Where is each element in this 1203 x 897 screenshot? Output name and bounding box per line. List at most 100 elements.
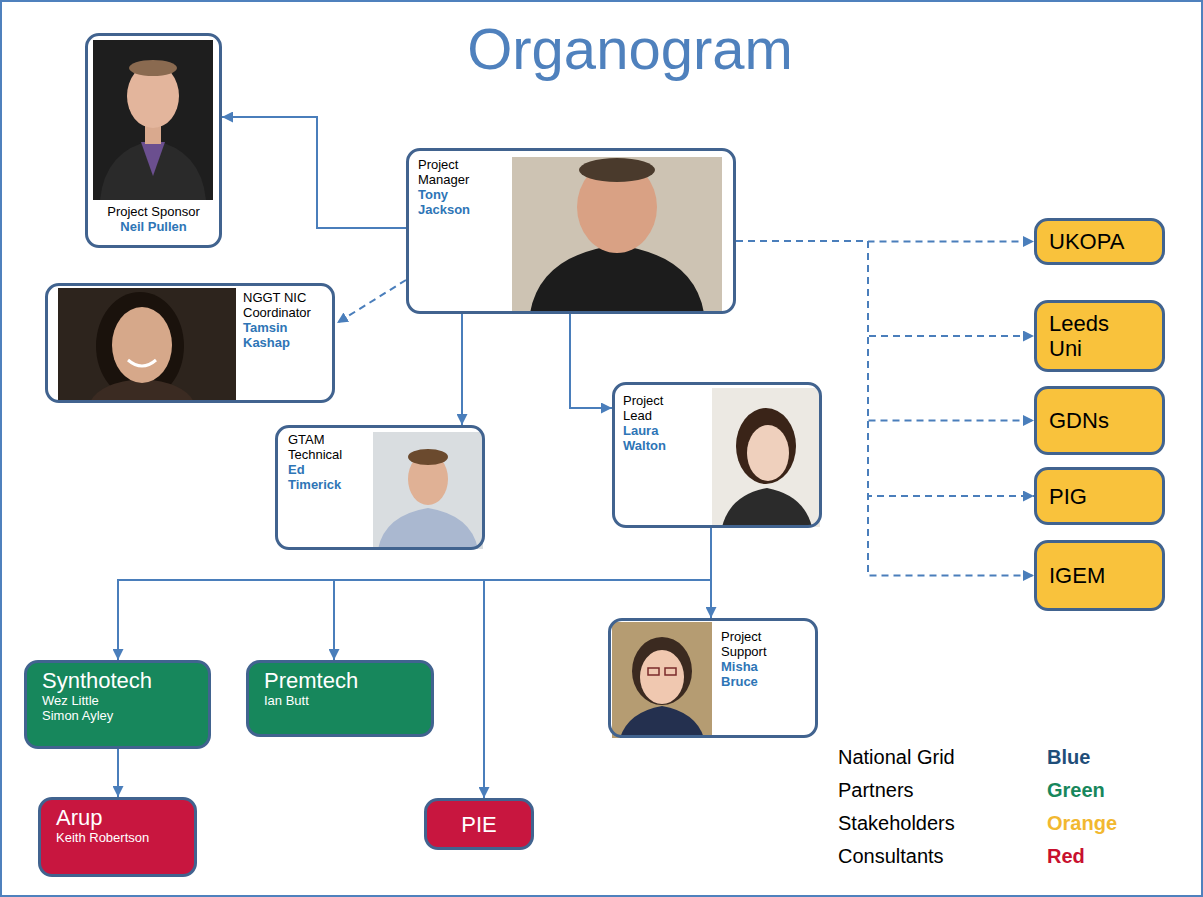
node-name: Wez Little (42, 693, 193, 708)
legend-text: Consultants (838, 844, 944, 868)
legend-swatch: Blue (1047, 745, 1090, 769)
person-card: Project SupportMisha Bruce (608, 618, 818, 738)
legend-row: Consultants Red (838, 844, 1178, 877)
dashed-connector (337, 280, 406, 323)
photo-head (112, 307, 172, 383)
legend-swatch: Green (1047, 778, 1105, 802)
dashed-connector (736, 241, 1034, 421)
node-name: Misha Bruce (721, 659, 791, 689)
text-area: GDNs (1049, 408, 1135, 433)
dashed-connector (736, 241, 1034, 496)
connector (710, 528, 712, 618)
stakeholder-box: IGEM (1034, 540, 1165, 611)
photo-hair (129, 60, 177, 76)
portrait-photo (373, 432, 483, 549)
photo-smile (128, 360, 156, 366)
connector (570, 314, 612, 408)
legend-swatch: Orange (1047, 811, 1117, 835)
connector (461, 314, 463, 425)
diagram-title: Organogram (440, 14, 820, 84)
text-area: Project SupportMisha Bruce (721, 629, 791, 689)
connector (484, 528, 711, 798)
connector (117, 749, 119, 797)
node-title: Synthotech (42, 668, 193, 693)
node-title: IGEM (1049, 563, 1135, 588)
photo-background (712, 388, 820, 527)
connector-group (118, 117, 1034, 798)
photo-background (373, 432, 483, 549)
stakeholder-box: PIG (1034, 467, 1165, 525)
photo-background (93, 40, 213, 200)
node-title: Project Manager (418, 157, 490, 187)
photo-body (100, 140, 206, 200)
node-name: Laura Walton (623, 423, 685, 453)
portrait-photo (512, 157, 722, 313)
photo-body (620, 706, 704, 738)
text-area: SynthotechWez LittleSimon Ayley (42, 668, 193, 723)
photo-body (530, 245, 704, 313)
legend-text: Partners (838, 778, 914, 802)
consultant-box: ArupKeith Robertson (38, 797, 197, 877)
legend-text: Stakeholders (838, 811, 955, 835)
stakeholder-box: Leeds Uni (1034, 300, 1165, 372)
photo-head (640, 650, 684, 704)
legend-text: National Grid (838, 745, 955, 769)
photo-body (378, 508, 478, 549)
node-title: GDNs (1049, 408, 1135, 433)
node-title: PIE (435, 812, 523, 837)
node-name: Ian Butt (264, 693, 416, 708)
legend-row: National Grid Blue (838, 745, 1178, 778)
photo-background (612, 622, 712, 738)
text-area: PIE (435, 812, 523, 837)
text-area: UKOPA (1049, 229, 1135, 254)
dashed-connector (736, 240, 1034, 243)
node-title: Leeds Uni (1049, 311, 1135, 361)
dashed-connector (736, 241, 1034, 336)
photo-glasses (665, 668, 676, 675)
text-area: Project ManagerTony Jackson (418, 157, 490, 217)
legend-row: Stakeholders Orange (838, 811, 1178, 844)
node-name: Ed Timerick (288, 462, 354, 492)
text-area: GTAM TechnicalEd Timerick (288, 432, 354, 492)
person-card: Project LeadLaura Walton (612, 382, 822, 528)
legend-swatch: Red (1047, 844, 1085, 868)
node-title: NGGT NIC Coordinator (243, 290, 325, 320)
photo-head (747, 425, 789, 481)
person-card: GTAM TechnicalEd Timerick (275, 425, 485, 550)
photo-background (512, 157, 722, 313)
stakeholder-box: GDNs (1034, 386, 1165, 455)
connector (222, 117, 406, 228)
text-area: Project LeadLaura Walton (623, 393, 685, 453)
text-area: PremtechIan Butt (264, 668, 416, 708)
photo-hair (579, 158, 655, 182)
text-area: NGGT NIC CoordinatorTamsin Kashap (243, 290, 325, 350)
legend-row: Partners Green (838, 778, 1178, 811)
node-title: PIG (1049, 484, 1135, 509)
portrait-photo (93, 40, 213, 200)
person-card: NGGT NIC CoordinatorTamsin Kashap (45, 283, 335, 403)
node-title: UKOPA (1049, 229, 1135, 254)
photo-shirt (141, 142, 165, 176)
stakeholder-box: UKOPA (1034, 218, 1165, 265)
person-card: Project ManagerTony Jackson (406, 148, 736, 314)
consultant-box: PIE (424, 798, 534, 850)
photo-hair (736, 408, 796, 484)
text-area: ArupKeith Robertson (56, 805, 179, 845)
photo-body (722, 488, 812, 527)
portrait-photo (712, 388, 820, 527)
node-name: Simon Ayley (42, 708, 193, 723)
partner-box: SynthotechWez LittleSimon Ayley (24, 660, 211, 749)
node-name: Tony Jackson (418, 187, 490, 217)
node-title: Premtech (264, 668, 416, 693)
node-title: Project Sponsor (88, 204, 219, 219)
portrait-photo (612, 622, 712, 738)
text-area: Project SponsorNeil Pullen (88, 204, 219, 234)
photo-hair (408, 449, 448, 465)
node-name: Tamsin Kashap (243, 320, 325, 350)
person-card: Project SponsorNeil Pullen (85, 33, 222, 248)
